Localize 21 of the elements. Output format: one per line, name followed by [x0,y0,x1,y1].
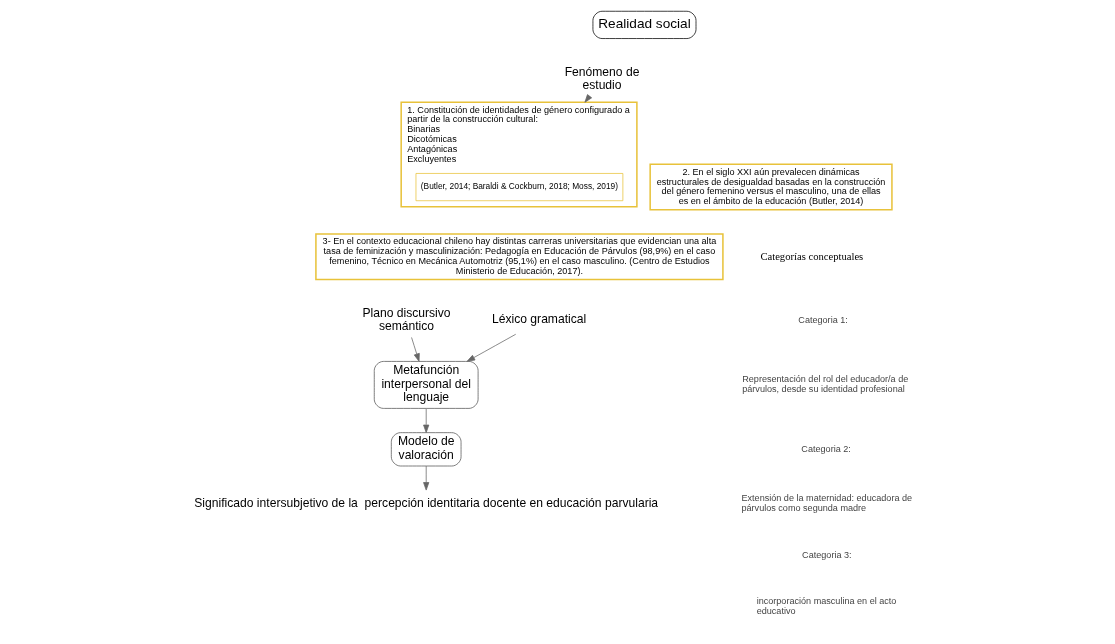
node-box: (Butler, 2014; Baraldi & Cockburn, 2018; Moss, 2019) [415,173,624,202]
label: incorporación masculina en el acto educativo [756,596,897,617]
node-box: 3- En el contexto educacional chileno hay distintas carreras universitarias que evidencian una alta tasa de feminización y masculinización: Pedagogía en Educación de Párvulos (98,9%) en el caso femenino, Técnico en Mecánica Automotriz (95,1%) en el caso masculino. (Centro de Estudios Ministerio de Educación, 2017). [315,233,724,281]
node-box: Modelo de valoración [390,432,462,467]
node-box: Realidad social [592,10,697,39]
label: Categoria 1: [798,314,848,325]
arrow [423,408,430,433]
label: Categoria 3: [802,549,852,560]
node-box: Metafunción interpersonal del lenguaje [373,361,479,409]
node-text: Léxico gramatical [492,312,587,327]
arrow [423,465,430,491]
label: Extensión de la maternidad: educadora de párvulos como segunda madre [741,493,913,514]
arrow [466,333,517,362]
label: Representación del rol del educador/a de párvulos, desde su identidad profesional [742,374,909,395]
node-box: 2. En el siglo XXI aún prevalecen dinámicas estructurales de desigualdad basadas en la construcción del género femenino versus el masculino, una de ellas es en el ámbito de la educación (Butler, 2014) [649,163,893,211]
node-text: Significado intersubjetivo de la percepción identitaria docente en educación parvularia [194,495,659,510]
label: Categoria 2: [801,443,851,454]
node-text: Plano discursivo semántico [362,305,451,334]
node-text: Fenómeno de estudio [564,64,640,93]
label: Categorías conceptuales [760,250,864,262]
arrow [411,337,420,362]
